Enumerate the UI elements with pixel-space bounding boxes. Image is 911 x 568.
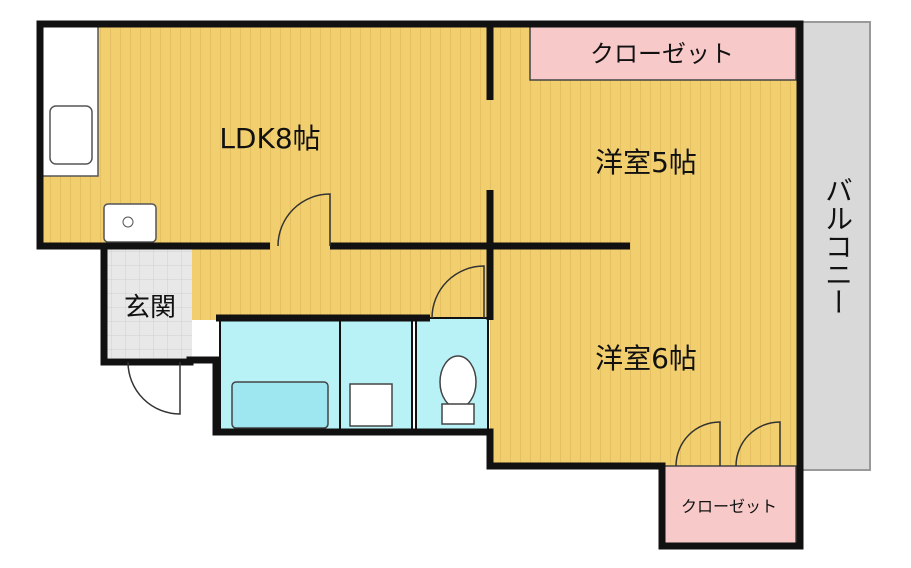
walls bbox=[36, 20, 804, 550]
doors bbox=[127, 193, 781, 467]
closet-bottom-label: クローゼット bbox=[681, 497, 777, 516]
washbasin bbox=[103, 203, 157, 243]
kitchen-sink bbox=[49, 105, 93, 165]
balcony-label: バルコニー bbox=[821, 176, 854, 316]
washing-machine-space bbox=[349, 383, 393, 427]
closet-top bbox=[529, 25, 797, 81]
toilet bbox=[439, 355, 477, 409]
ldk-label: LDK8帖 bbox=[219, 122, 320, 155]
bathtub bbox=[231, 381, 329, 429]
closet-top-label: クローゼット bbox=[590, 40, 734, 68]
closet-bottom bbox=[661, 465, 797, 547]
toilet-tank bbox=[441, 403, 475, 425]
western5-label: 洋室5帖 bbox=[595, 146, 697, 179]
western6-floor bbox=[490, 246, 800, 466]
washbasin-drain bbox=[122, 216, 134, 228]
entrance-label: 玄関 bbox=[124, 293, 176, 323]
western6-label: 洋室6帖 bbox=[595, 342, 697, 375]
balcony-area bbox=[799, 21, 871, 471]
entrance-floor bbox=[106, 248, 192, 358]
